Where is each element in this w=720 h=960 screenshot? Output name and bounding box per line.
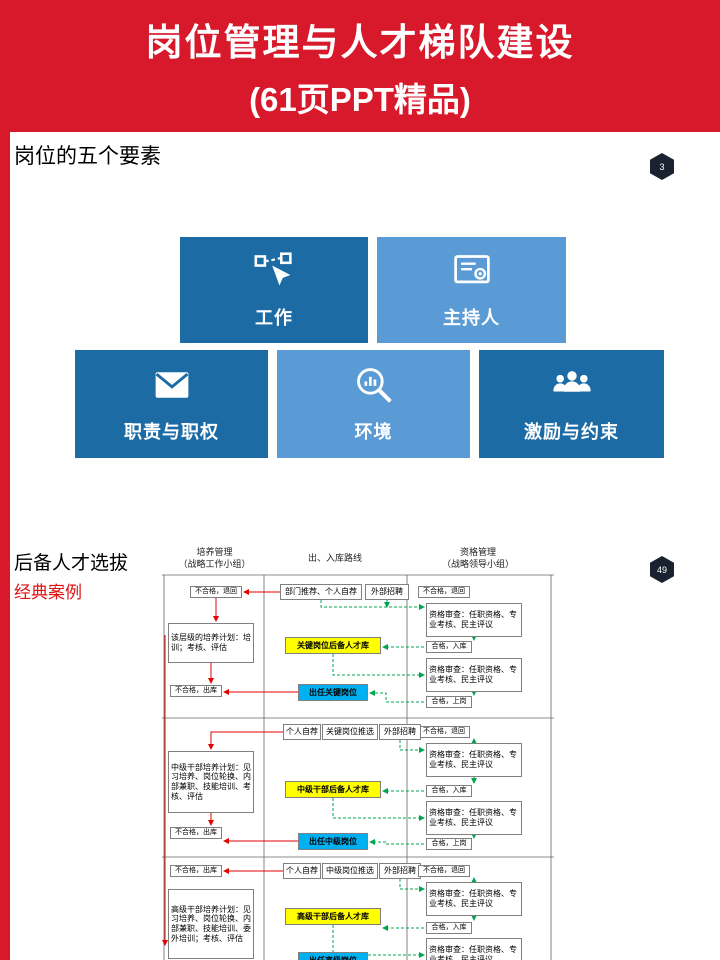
flow-arrow bbox=[369, 690, 424, 703]
element-box-label: 主持人 bbox=[443, 307, 500, 328]
element-box-work: 工作 bbox=[180, 237, 368, 343]
flow-node: 资格审查：任职资格、专业考核、民主评议 bbox=[426, 658, 522, 692]
flow-node: 不合格，出库 bbox=[170, 827, 222, 839]
flow-node: 个人自荐 bbox=[283, 863, 321, 879]
flow-arrow bbox=[208, 731, 283, 750]
flow-node: 不合格，出库 bbox=[170, 685, 222, 697]
flow-node: 外部招聘 bbox=[379, 724, 421, 740]
flow-node: 中级岗位推选 bbox=[322, 863, 378, 879]
banner-title: 岗位管理与人才梯队建设 bbox=[145, 21, 575, 63]
banner-subtitle: (61页PPT精品) bbox=[249, 80, 471, 118]
flow-node: 外部招聘 bbox=[365, 584, 409, 600]
flow-node: 中级干部培养计划：见习培养、岗位轮换、内部兼职、技能培训、考核、评估 bbox=[168, 751, 254, 813]
flow-column-header: 资格管理 （战略领导小组） bbox=[441, 547, 514, 569]
element-box-host: 主持人 bbox=[377, 237, 566, 343]
flow-node: 个人自荐 bbox=[283, 724, 321, 740]
flow-node: 合格，入库 bbox=[426, 785, 472, 797]
flow-arrow bbox=[332, 654, 425, 678]
flow-node: 出任关键岗位 bbox=[298, 684, 368, 701]
flow-node: 合格，入库 bbox=[426, 641, 472, 653]
flow-node: 高级干部后备人才库 bbox=[285, 908, 381, 925]
flow-node: 关键岗位后备人才库 bbox=[285, 637, 381, 654]
banner: 岗位管理与人才梯队建设 (61页PPT精品) bbox=[0, 0, 720, 132]
flow-node: 高级干部培养计划：见习培养、岗位轮换、内部兼职、技能培训、委外培训；考核、评估 bbox=[168, 889, 254, 959]
element-box-label: 激励与约束 bbox=[524, 421, 619, 442]
element-box-duty: 职责与职权 bbox=[75, 350, 268, 458]
element-box-label: 工作 bbox=[255, 307, 293, 328]
flow-arrow bbox=[369, 839, 424, 845]
page-number-badge: 3 bbox=[650, 153, 674, 180]
flowchart-frame bbox=[162, 574, 554, 960]
flow-node: 关键岗位推选 bbox=[322, 724, 378, 740]
magnifier-chart-icon bbox=[352, 365, 396, 405]
flow-node: 部门推荐、个人自荐 bbox=[280, 584, 362, 600]
flow-node: 不合格，退回 bbox=[418, 726, 470, 738]
flow-node: 合格，入库 bbox=[426, 922, 472, 934]
flowchart-lines bbox=[162, 574, 554, 960]
section-heading-talent-selection: 后备人才选拔 bbox=[14, 553, 129, 574]
element-box-incentive: 激励与约束 bbox=[479, 350, 664, 458]
flow-column-header: 培养管理 （战略工作小组） bbox=[178, 547, 251, 569]
flow-node: 出任高级岗位 bbox=[298, 952, 368, 960]
flow-node: 合格，上岗 bbox=[426, 696, 472, 708]
flow-node: 资格审查：任职资格、专业考核、民主评议 bbox=[426, 603, 522, 637]
flow-node: 中级干部后备人才库 bbox=[285, 781, 381, 798]
flow-node: 出任中级岗位 bbox=[298, 833, 368, 850]
flow-node: 合格，上岗 bbox=[426, 838, 472, 850]
flow-node: 不合格，退回 bbox=[190, 586, 242, 598]
flow-arrow bbox=[399, 879, 425, 892]
flow-arrow bbox=[320, 600, 425, 610]
element-box-label: 环境 bbox=[354, 421, 393, 442]
route-icon bbox=[252, 251, 296, 291]
flow-node: 资格审查：任职资格、专业考核、民主评议 bbox=[426, 882, 522, 916]
flow-node: 不合格，退回 bbox=[418, 865, 470, 877]
flow-arrow bbox=[332, 798, 425, 821]
flowchart: 培养管理 （战略工作小组） 出、入库路线 资格管理 （战略领导小组） 不合格，退回 部… bbox=[162, 545, 554, 960]
certificate-icon bbox=[450, 251, 494, 291]
flow-arrow bbox=[399, 740, 425, 753]
left-accent-stripe bbox=[0, 0, 10, 960]
flow-node: 资格审查：任职资格、专业考核、民主评议 bbox=[426, 801, 522, 835]
flow-node: 不合格，出库 bbox=[170, 865, 222, 877]
flow-column-header: 出、入库路线 bbox=[307, 553, 362, 563]
team-icon bbox=[550, 365, 594, 405]
element-box-label: 职责与职权 bbox=[124, 421, 219, 442]
flow-node: 该层级的培养计划：培训；考核、评估 bbox=[168, 623, 254, 663]
section-heading-five-elements: 岗位的五个要素 bbox=[14, 145, 161, 168]
flowchart-arrows bbox=[162, 589, 477, 958]
mail-icon bbox=[150, 365, 194, 405]
flow-node: 外部招聘 bbox=[379, 863, 421, 879]
flow-arrow bbox=[332, 925, 425, 958]
section-subheading-classic-case: 经典案例 bbox=[14, 583, 82, 602]
flow-node: 资格审查：任职资格、专业考核、民主评议 bbox=[426, 743, 522, 777]
flow-node: 资格审查：任职资格、专业考核、民主评议 bbox=[426, 938, 522, 960]
flow-node: 不合格，退回 bbox=[418, 586, 470, 598]
element-box-environment: 环境 bbox=[277, 350, 470, 458]
page-number-badge: 49 bbox=[650, 556, 674, 583]
